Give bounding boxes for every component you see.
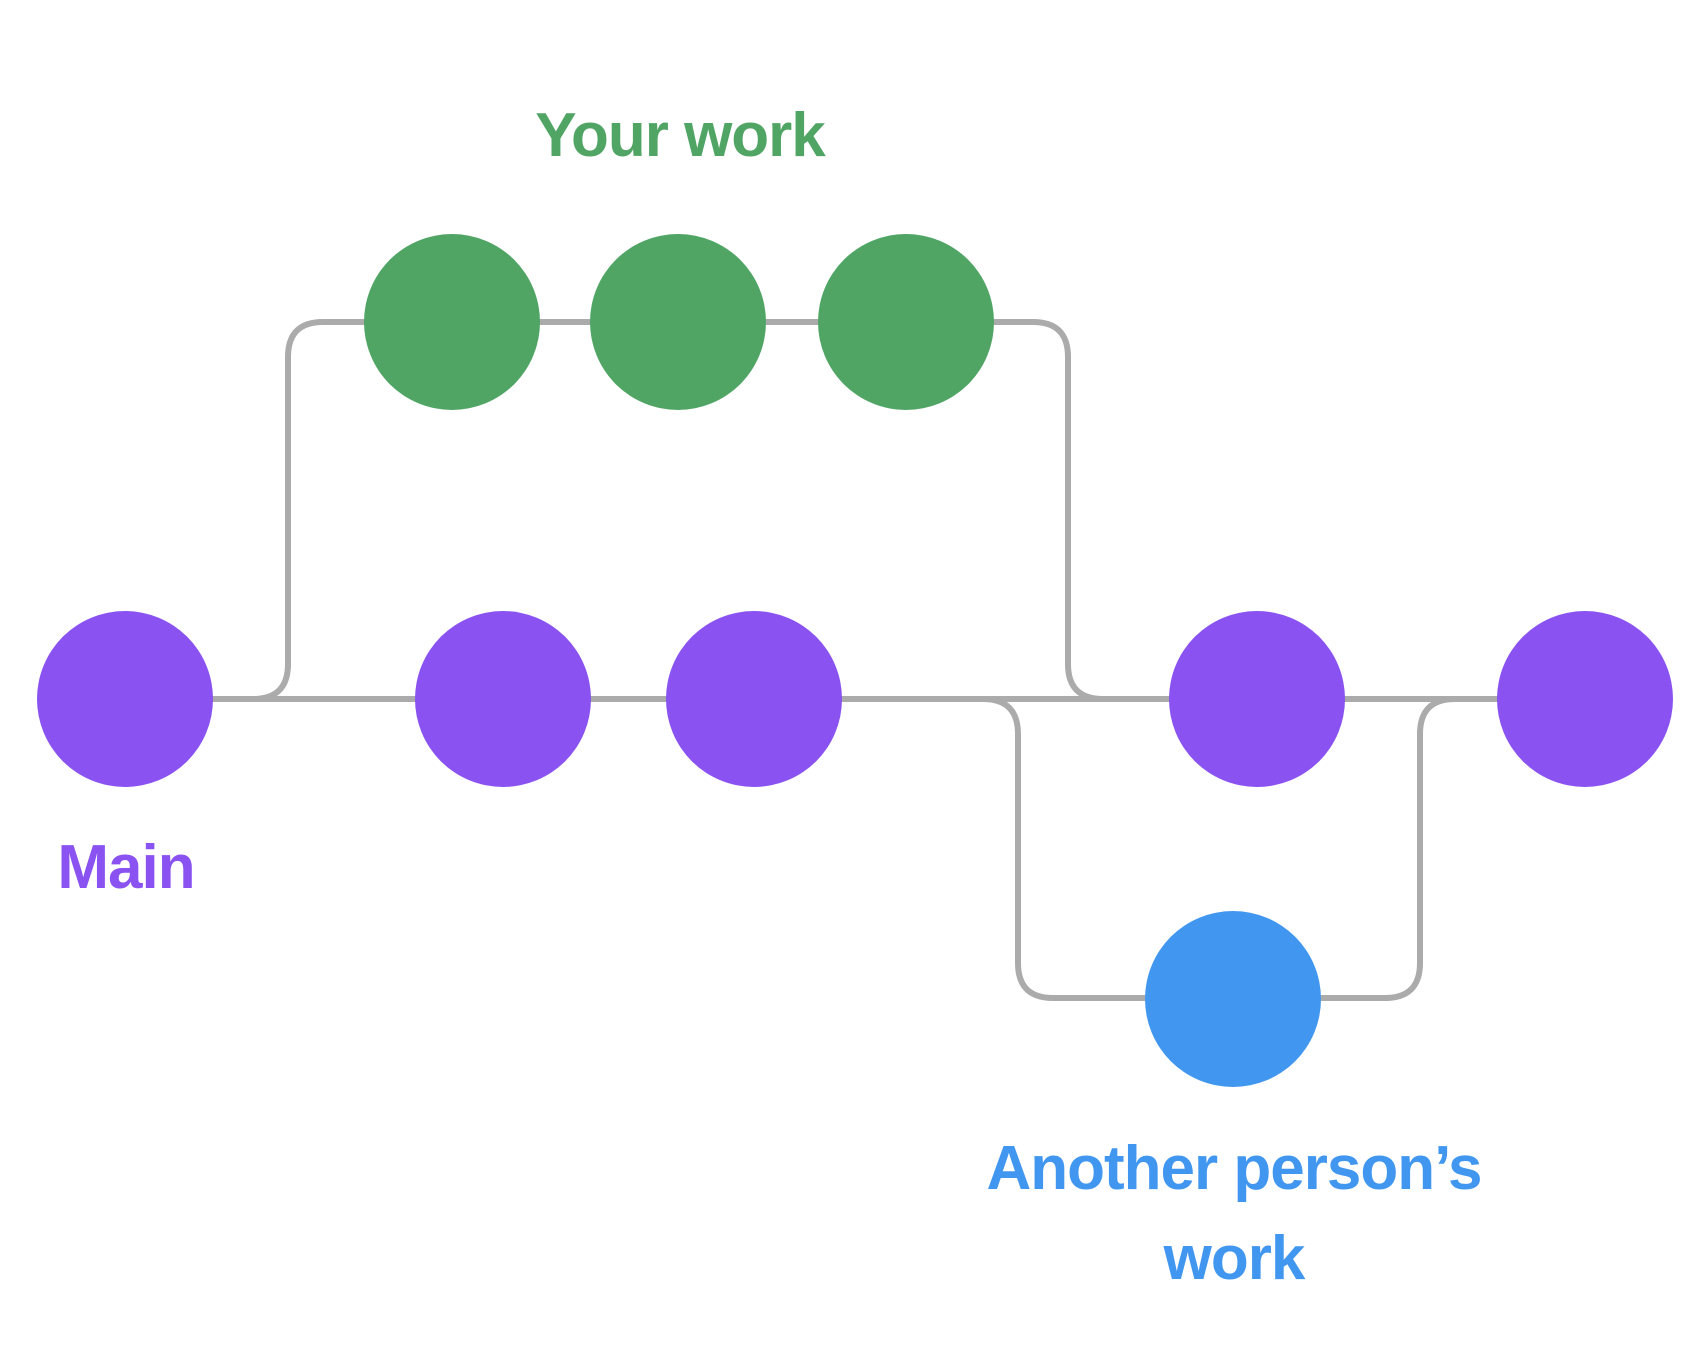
commit-node-your-work-1 [364,234,540,410]
commit-node-main-3 [666,611,842,787]
commit-node-main-2 [415,611,591,787]
your-work-branch-label: Your work [535,101,826,170]
commit-node-main-1 [37,611,213,787]
commit-node-main-5 [1497,611,1673,787]
commit-node-your-work-3 [818,234,994,410]
another-persons-work-label-line2: work [1163,1224,1306,1293]
commit-node-another-persons-work-1 [1145,911,1321,1087]
commit-node-main-4 [1169,611,1345,787]
another-persons-work-label-line1: Another person’s [986,1134,1483,1203]
commit-node-your-work-2 [590,234,766,410]
main-branch-label: Main [57,833,195,902]
another-persons-work-branch-label: Another person’s work [986,1124,1483,1304]
